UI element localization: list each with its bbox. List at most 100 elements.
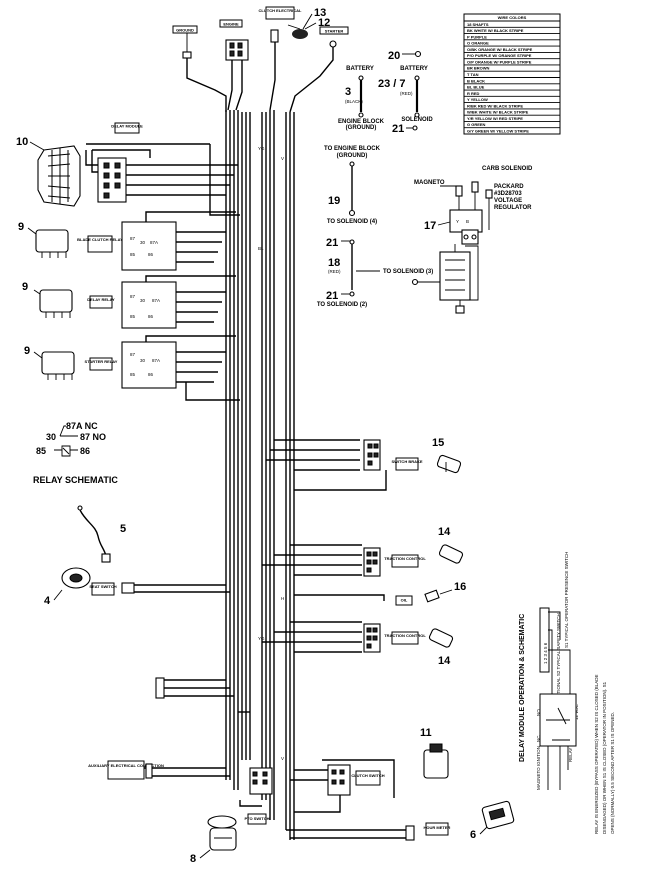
svg-text:8: 8: [190, 853, 196, 865]
svg-text:NC: NC: [536, 735, 541, 742]
svg-text:AUXILIARY ELECTRICAL CONNECTIO: AUXILIARY ELECTRICAL CONNECTION: [88, 763, 164, 768]
svg-text:V: V: [281, 156, 284, 161]
svg-text:(GROUND): (GROUND): [337, 153, 368, 159]
traction-control-2: TRACTION CONTROL 14: [262, 621, 454, 667]
svg-text:15: 15: [432, 437, 444, 449]
svg-text:86: 86: [148, 252, 154, 257]
svg-text:STARTER: STARTER: [325, 29, 344, 34]
svg-text:4: 4: [44, 595, 51, 607]
svg-text:CARB SOLENOID: CARB SOLENOID: [482, 166, 533, 172]
svg-text:TO SOLENOID (4): TO SOLENOID (4): [327, 219, 377, 225]
svg-text:DELAY MODULE OPERATION & SCHEM: DELAY MODULE OPERATION & SCHEMATIC: [519, 614, 526, 762]
svg-text:18: 18: [328, 257, 340, 269]
svg-text:12: 12: [318, 17, 330, 29]
legend-row: P PURPLE: [467, 34, 487, 39]
svg-text:BLADE CLUTCH RELAY: BLADE CLUTCH RELAY: [77, 237, 123, 242]
svg-text:BATTERY: BATTERY: [400, 66, 428, 72]
svg-text:TRACTION CONTROL: TRACTION CONTROL: [384, 556, 426, 561]
svg-text:87: 87: [130, 236, 136, 241]
svg-text:DELAY RELAY: DELAY RELAY: [87, 297, 115, 302]
svg-text:30: 30: [140, 358, 146, 363]
legend-row: O/P ORANGE W/ PURPLE STRIPE: [467, 59, 532, 64]
svg-text:H: H: [281, 596, 284, 601]
cable-18: 21 18 (RED) TO SOLENOID (3) 21 TO SOLENO…: [317, 237, 433, 308]
delay-module-note-line: DISENGAGED) OR WHEN S1 IS CLOSED (OPERAT…: [602, 681, 607, 834]
svg-text:REGULATOR: REGULATOR: [494, 205, 532, 211]
svg-text:14: 14: [438, 655, 451, 667]
clutch-part-12-13: 13 12: [287, 7, 330, 39]
svg-text:85: 85: [36, 446, 46, 456]
svg-text:87: 87: [130, 294, 136, 299]
svg-text:30: 30: [140, 240, 146, 245]
svg-text:23 / 7: 23 / 7: [378, 78, 406, 90]
svg-text:85: 85: [130, 372, 136, 377]
legend-row: T TAN: [467, 72, 479, 77]
svg-text:87A NC: 87A NC: [66, 421, 98, 431]
svg-text:OIL: OIL: [401, 598, 408, 603]
battery-section: BATTERY 20 BATTERY 3 (BLACK) ENGINE BLOC…: [338, 50, 433, 135]
seat-switch: 4 SEAT SWITCH: [44, 567, 230, 607]
svg-text:#3D28703: #3D28703: [494, 191, 522, 197]
relay-wiring: [145, 211, 240, 401]
svg-text:ENGINE BLOCK: ENGINE BLOCK: [338, 119, 385, 125]
delay-module-schematic: DELAY MODULE OPERATION & SCHEMATIC 1 2 3…: [519, 552, 615, 834]
svg-text:1 2 3 4 5 6: 1 2 3 4 5 6: [543, 642, 548, 664]
svg-text:BATTERY: BATTERY: [346, 66, 374, 72]
legend-row: BL BLUE: [467, 85, 485, 90]
svg-text:BL: BL: [258, 246, 264, 251]
svg-text:PTO SWITCH: PTO SWITCH: [244, 816, 269, 821]
delay-module-note-line: OPENS (NORMALLY) 0.5 SECOND AFTER S1 IS …: [610, 712, 615, 834]
svg-text:17: 17: [424, 220, 436, 232]
pto-switch: PTO SWITCH 8: [190, 767, 273, 865]
svg-text:9: 9: [24, 345, 30, 357]
svg-text:B: B: [466, 219, 469, 224]
svg-text:9: 9: [22, 281, 28, 293]
legend-row: G GREEN: [467, 122, 486, 127]
svg-text:5: 5: [120, 523, 126, 535]
svg-text:S1 TYPICAL OPERATOR PRESENCE S: S1 TYPICAL OPERATOR PRESENCE SWITCH: [564, 552, 569, 648]
svg-text:6: 6: [470, 829, 476, 841]
svg-text:MAGNETO: MAGNETO: [414, 180, 445, 186]
legend-row: O ORANGE: [467, 41, 489, 46]
legend-row: Y/R YELLOW W/ RED STRIPE: [467, 116, 523, 121]
delay-module-note-line: RELAY IS ENERGIZED (BYPASS OPERATED) WHE…: [594, 675, 599, 834]
svg-text:TO ENGINE BLOCK: TO ENGINE BLOCK: [324, 146, 381, 152]
starter-connector: STARTER: [289, 26, 349, 113]
svg-text:86: 86: [80, 446, 90, 456]
traction-control-1: TRACTION CONTROL 14: [262, 526, 464, 577]
auxiliary-connection: AUXILIARY ELECTRICAL CONNECTION: [88, 760, 230, 780]
svg-text:30: 30: [140, 298, 146, 303]
pto-connector-bundle: [155, 677, 250, 713]
svg-text:HOUR METER: HOUR METER: [424, 825, 451, 830]
svg-text:(GROUND): (GROUND): [346, 125, 377, 131]
svg-text:(BLACK): (BLACK): [345, 99, 363, 104]
legend-row: G/Y GREEN W/ YELLOW STRIPE: [467, 129, 529, 134]
svg-text:CLUTCH ELECTRICAL: CLUTCH ELECTRICAL: [259, 8, 302, 13]
hour-meter: HOUR METER 6: [286, 800, 515, 841]
svg-text:86: 86: [148, 372, 154, 377]
svg-text:Y: Y: [456, 219, 459, 224]
legend-row: BK WHITE W/ BLACK STRIPE: [467, 28, 524, 33]
svg-text:PACKARD: PACKARD: [494, 184, 524, 190]
svg-text:RELAY: RELAY: [568, 748, 573, 762]
svg-text:86: 86: [148, 314, 154, 319]
legend-row: O/BK ORANGE W/ BLACK STRIPE: [467, 47, 533, 52]
svg-text:87A: 87A: [150, 240, 158, 245]
legend-row: P/O PURPLE W/ ORANGE STRIPE: [467, 53, 532, 58]
svg-text:21: 21: [326, 290, 338, 302]
svg-text:10: 10: [16, 136, 28, 148]
delay-module: DELAY MODULE 10: [16, 122, 238, 207]
svg-text:OPTIONAL S2 TYPICAL SAFETY SWI: OPTIONAL S2 TYPICAL SAFETY SWITCH: [556, 613, 561, 700]
svg-text:VOLTAGE: VOLTAGE: [494, 198, 522, 204]
engine-connector: ENGINE: [219, 19, 249, 111]
svg-text:STARTER RELAY: STARTER RELAY: [85, 359, 118, 364]
main-harness: YG V BL YG H V: [209, 110, 295, 840]
svg-text:9: 9: [18, 221, 24, 233]
oil-switch: OIL 16: [294, 581, 466, 606]
legend-row: Y YELLOW: [467, 97, 488, 102]
clutch-electrical-connector: CLUTCH ELECTRICAL: [259, 6, 302, 111]
